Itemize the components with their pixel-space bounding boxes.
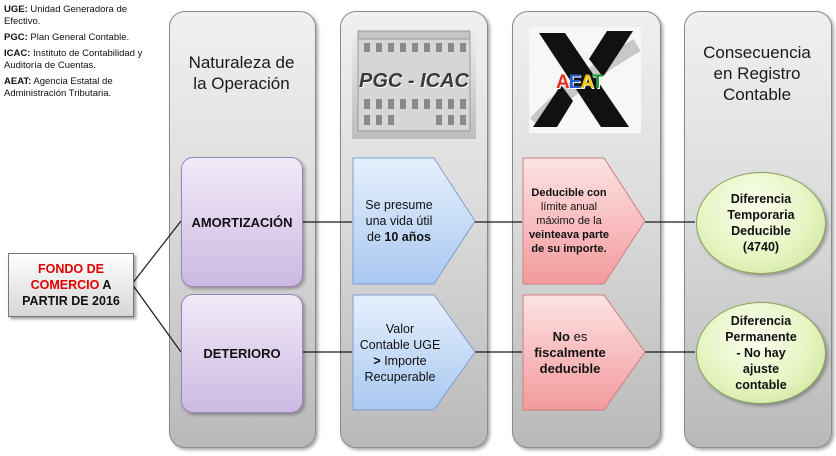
line-start-to-deterioro <box>131 283 182 353</box>
legend-icac: ICAC: Instituto de Contabilidad y Audito… <box>4 48 143 71</box>
result-temporaria: Diferencia Temporaria Deducible (4740) <box>696 172 826 274</box>
aeat-logo <box>529 27 641 133</box>
legend-uge: UGE: Unidad Generadora de Efectivo. <box>4 4 128 27</box>
aeat-letter-a2: A <box>580 72 592 93</box>
aeat-arrow-deterioro: No es fiscalmente deducible <box>522 294 646 411</box>
legend-aeat: AEAT: Agencia Estatal de Administración … <box>4 76 113 99</box>
operation-amortizacion: AMORTIZACIÓN <box>181 157 303 287</box>
fondo-de-comercio-box: FONDO DE COMERCIO A PARTIR DE 2016 <box>8 253 134 317</box>
aeat-logo-text: AEAT <box>556 72 604 94</box>
aeat-letter-a: A <box>556 72 570 93</box>
operation-deterioro: DETERIORO <box>181 294 303 413</box>
pgc-arrow-deterioro: Valor Contable UGE > Importe Recuperable <box>352 294 476 411</box>
pgc-arrow-amortizacion: Se presume una vida útil de 10 años <box>352 157 476 285</box>
aeat-stroke-black-3 <box>533 85 573 127</box>
pgc-icac-logo <box>352 27 476 139</box>
line-start-to-amortizacion <box>131 220 182 285</box>
building-windows <box>364 43 466 125</box>
aeat-letter-e: E <box>568 72 582 93</box>
abbreviations-legend: UGE: Unidad Generadora de Efectivo. PGC:… <box>4 4 156 104</box>
aeat-letter-t: T <box>591 72 604 93</box>
aeat-stroke-black <box>539 33 629 127</box>
legend-pgc: PGC: Plan General Contable. <box>4 32 130 43</box>
result-permanente: Diferencia Permanente - No hay ajuste co… <box>696 302 826 404</box>
aeat-stroke-black-2 <box>589 31 633 77</box>
aeat-arrow-amortizacion: Deducible con límite anual máximo de la … <box>522 157 646 285</box>
building-roof <box>357 30 471 40</box>
pgc-icac-logo-text: PGC - ICAC <box>359 70 469 92</box>
